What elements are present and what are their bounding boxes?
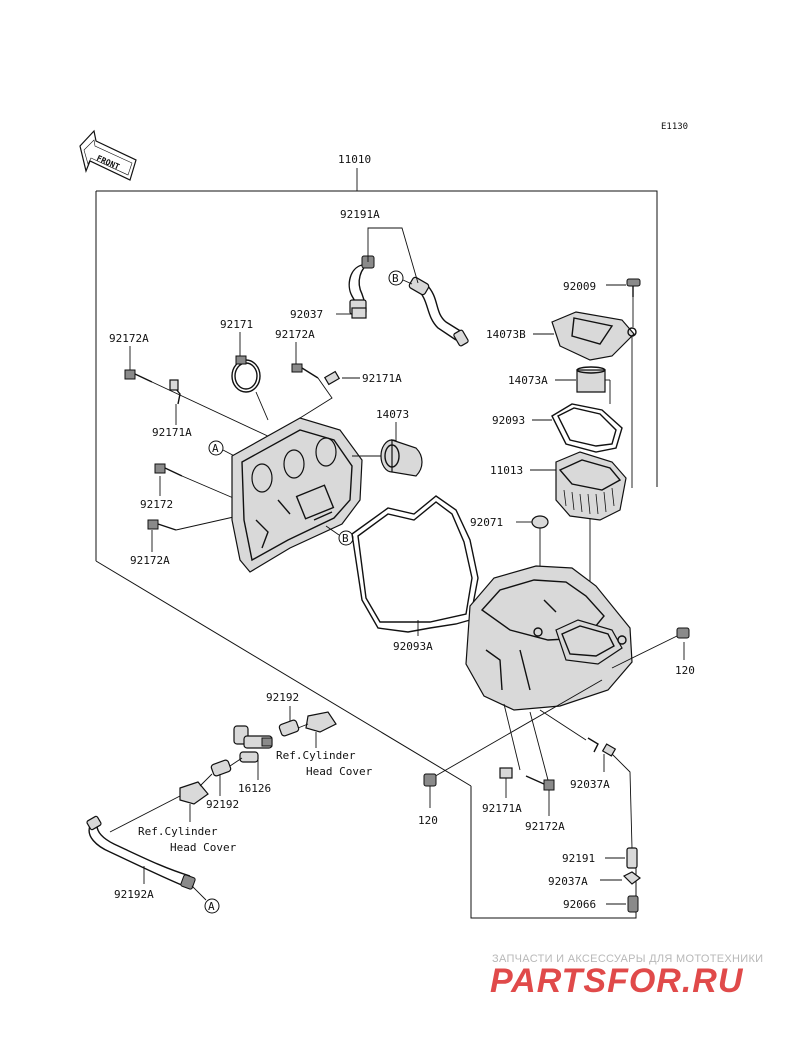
callout-92093: 92093 <box>492 414 525 427</box>
marker-b-top-label: B <box>392 272 399 285</box>
callout-14073B: 14073B <box>486 328 526 341</box>
callout-92172A-top: 92172A <box>275 328 315 341</box>
snorkel-14073B <box>551 311 637 361</box>
gasket-92093A <box>351 495 479 633</box>
hose-92192-mid <box>210 759 232 777</box>
callout-120-right: 120 <box>675 664 695 677</box>
plug-120-right <box>676 627 690 639</box>
callout-92191: 92191 <box>562 852 595 865</box>
watermark-logo: PARTSFOR.RU <box>490 962 744 1000</box>
marker-b-low-label: B <box>342 532 349 545</box>
air-cleaner-housing-lower <box>465 565 633 711</box>
bolt-92172 <box>154 463 183 477</box>
sleeve-14073A <box>576 366 606 393</box>
front-arrow-icon: FRONT <box>79 129 137 181</box>
cap-92066 <box>627 895 639 913</box>
callout-92191A-top: 92191A <box>340 208 380 221</box>
clip-92171A-left <box>169 379 181 405</box>
ref-label-2-line2: Head Cover <box>170 841 237 854</box>
clip-92037 <box>351 307 367 319</box>
callout-92093A: 92093A <box>393 640 433 653</box>
hose-92192A <box>86 815 196 890</box>
callout-92172A-bottom: 92172A <box>525 820 565 833</box>
callout-92172A-left: 92172A <box>109 332 149 345</box>
callout-92171A-bottom: 92171A <box>482 802 522 815</box>
callout-92037: 92037 <box>290 308 323 321</box>
callout-11013: 11013 <box>490 464 523 477</box>
ref-label-1-line1: Ref.Cylinder <box>276 749 356 762</box>
callout-92192A: 92192A <box>114 888 154 901</box>
bolt-92172A-left <box>124 369 153 383</box>
clamp-92037A-low <box>622 871 641 885</box>
callout-92037A-low: 92037A <box>548 875 588 888</box>
seal-92093 <box>551 403 623 453</box>
drain-hose-92191 <box>626 847 638 869</box>
marker-a-left <box>208 440 224 456</box>
marker-b-top <box>388 270 404 286</box>
duct-14073 <box>380 439 423 477</box>
callout-92066: 92066 <box>563 898 596 911</box>
callout-92172: 92172 <box>140 498 173 511</box>
callout-92171A-mid: 92171A <box>362 372 402 385</box>
damper-92071 <box>531 515 549 529</box>
clip-92171A-mid <box>323 370 341 386</box>
clip-92171A-bottom <box>499 767 513 779</box>
callout-92071: 92071 <box>470 516 503 529</box>
plug-120-bottom <box>423 773 437 787</box>
clamp-92171 <box>231 359 261 393</box>
callout-92192-top: 92192 <box>266 691 299 704</box>
watermark-tagline: ЗАПЧАСТИ И АКСЕССУАРЫ ДЛЯ МОТОТЕХНИКИ <box>492 953 763 965</box>
assembly-number: 11010 <box>338 153 371 166</box>
callout-92172A-low: 92172A <box>130 554 170 567</box>
breather-hose <box>348 255 469 347</box>
ref-fitting-top <box>305 711 337 733</box>
callout-14073A: 14073A <box>508 374 548 387</box>
bolt-92172A-low <box>147 519 177 531</box>
callout-14073: 14073 <box>376 408 409 421</box>
bolt-92172A-bottom <box>525 775 555 791</box>
callout-92192-mid: 92192 <box>206 798 239 811</box>
hose-92192-top <box>278 719 300 737</box>
callout-16126: 16126 <box>238 782 271 795</box>
air-cleaner-cover <box>231 417 363 573</box>
marker-a-bottom <box>204 898 220 914</box>
diagram-code: E1130 <box>661 122 688 132</box>
marker-a-left-label: A <box>212 442 219 455</box>
ref-fitting-bottom <box>179 781 209 805</box>
callout-92009: 92009 <box>563 280 596 293</box>
callout-120-bottom: 120 <box>418 814 438 827</box>
clamp-92037A-mid <box>587 737 617 757</box>
marker-a-bottom-label: A <box>208 900 215 913</box>
callout-92171: 92171 <box>220 318 253 331</box>
screw-92009 <box>626 278 641 297</box>
callout-92171A-left: 92171A <box>152 426 192 439</box>
air-filter-element-11013 <box>555 451 627 521</box>
bolt-92172A-top <box>291 363 319 379</box>
ref-label-2-line1: Ref.Cylinder <box>138 825 218 838</box>
reed-valve-16126 <box>233 725 273 763</box>
ref-label-1-line2: Head Cover <box>306 765 373 778</box>
assembly-frame <box>96 190 658 487</box>
callout-92037A-mid: 92037A <box>570 778 610 791</box>
